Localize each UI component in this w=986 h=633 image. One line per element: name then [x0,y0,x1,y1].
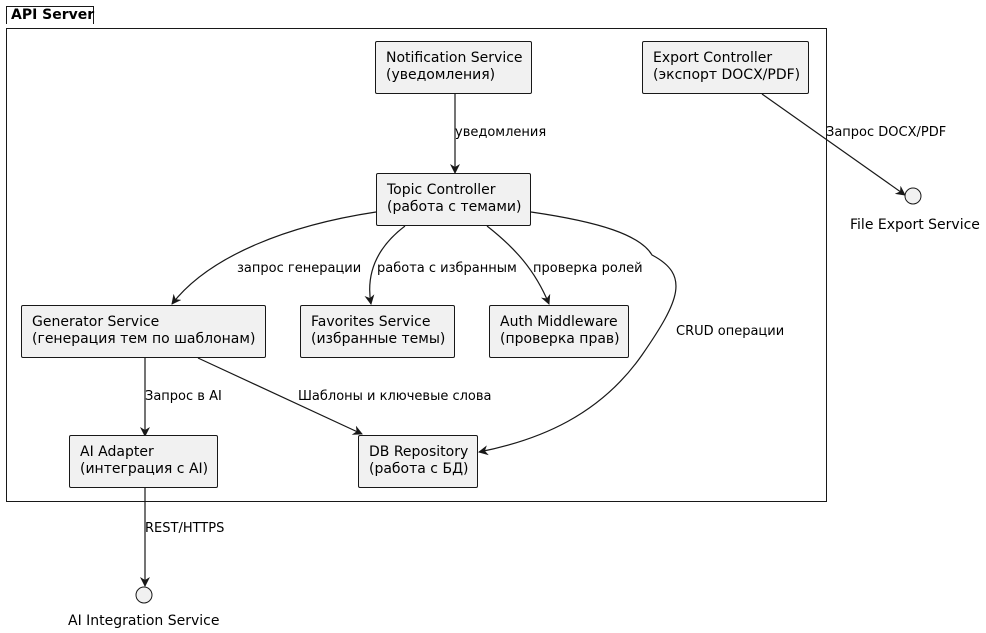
ai-integration-interface-icon [135,586,153,604]
edge-export [761,93,906,196]
topic-controller-desc: (работа с темами) [387,199,522,215]
ai-adapter-name: AI Adapter [80,444,154,460]
favorites-service-component[interactable]: Favorites Service (избранные темы) [300,305,455,358]
ai-adapter-component[interactable]: AI Adapter (интеграция с AI) [69,435,218,488]
notification-service-name: Notification Service [386,50,523,66]
edge-label-templates: Шаблоны и ключевые слова [298,389,492,404]
notification-service-desc: (уведомления) [386,67,496,83]
edge-gen [171,211,377,305]
generator-service-name: Generator Service [32,314,160,330]
topic-controller-component[interactable]: Topic Controller (работа с темами) [376,173,531,226]
auth-middleware-component[interactable]: Auth Middleware (проверка прав) [489,305,629,358]
file-export-interface-icon [904,187,922,205]
edge-label-notify: уведомления [455,125,547,140]
edge-label-fav: работа с избранным [377,261,517,276]
auth-middleware-name: Auth Middleware [500,314,618,330]
db-repository-name: DB Repository [369,444,469,460]
edge-templates [197,357,363,435]
file-export-service-label: File Export Service [850,217,980,233]
generator-service-desc: (генерация тем по шаблонам) [32,331,256,347]
edge-label-ai: Запрос в AI [145,389,222,404]
export-controller-name: Export Controller [653,50,773,66]
export-controller-desc: (экспорт DOCX/PDF) [653,67,801,83]
package-body [6,28,827,502]
db-repository-component[interactable]: DB Repository (работа с БД) [358,435,478,488]
topic-controller-name: Topic Controller [387,182,496,198]
ai-adapter-desc: (интеграция с AI) [80,461,209,477]
edge-label-crud: CRUD операции [676,324,785,339]
auth-middleware-desc: (проверка прав) [500,331,620,347]
edge-label-rest: REST/HTTPS [145,521,225,536]
favorites-service-name: Favorites Service [311,314,431,330]
package-tab [6,6,94,24]
edge-label-gen: запрос генерации [237,261,362,276]
edge-label-export: Запрос DOCX/PDF [826,125,947,140]
db-repository-desc: (работа с БД) [369,461,469,477]
generator-service-component[interactable]: Generator Service (генерация тем по шабл… [21,305,266,358]
ai-integration-service-label: AI Integration Service [68,613,220,629]
edge-auth [486,225,551,305]
favorites-service-desc: (избранные темы) [311,331,446,347]
export-controller-component[interactable]: Export Controller (экспорт DOCX/PDF) [642,41,809,94]
edge-fav [364,225,406,305]
notification-service-component[interactable]: Notification Service (уведомления) [375,41,532,94]
edge-label-auth: проверка ролей [533,261,643,276]
package-title: API Server [11,7,95,23]
edge-crud [478,211,677,456]
